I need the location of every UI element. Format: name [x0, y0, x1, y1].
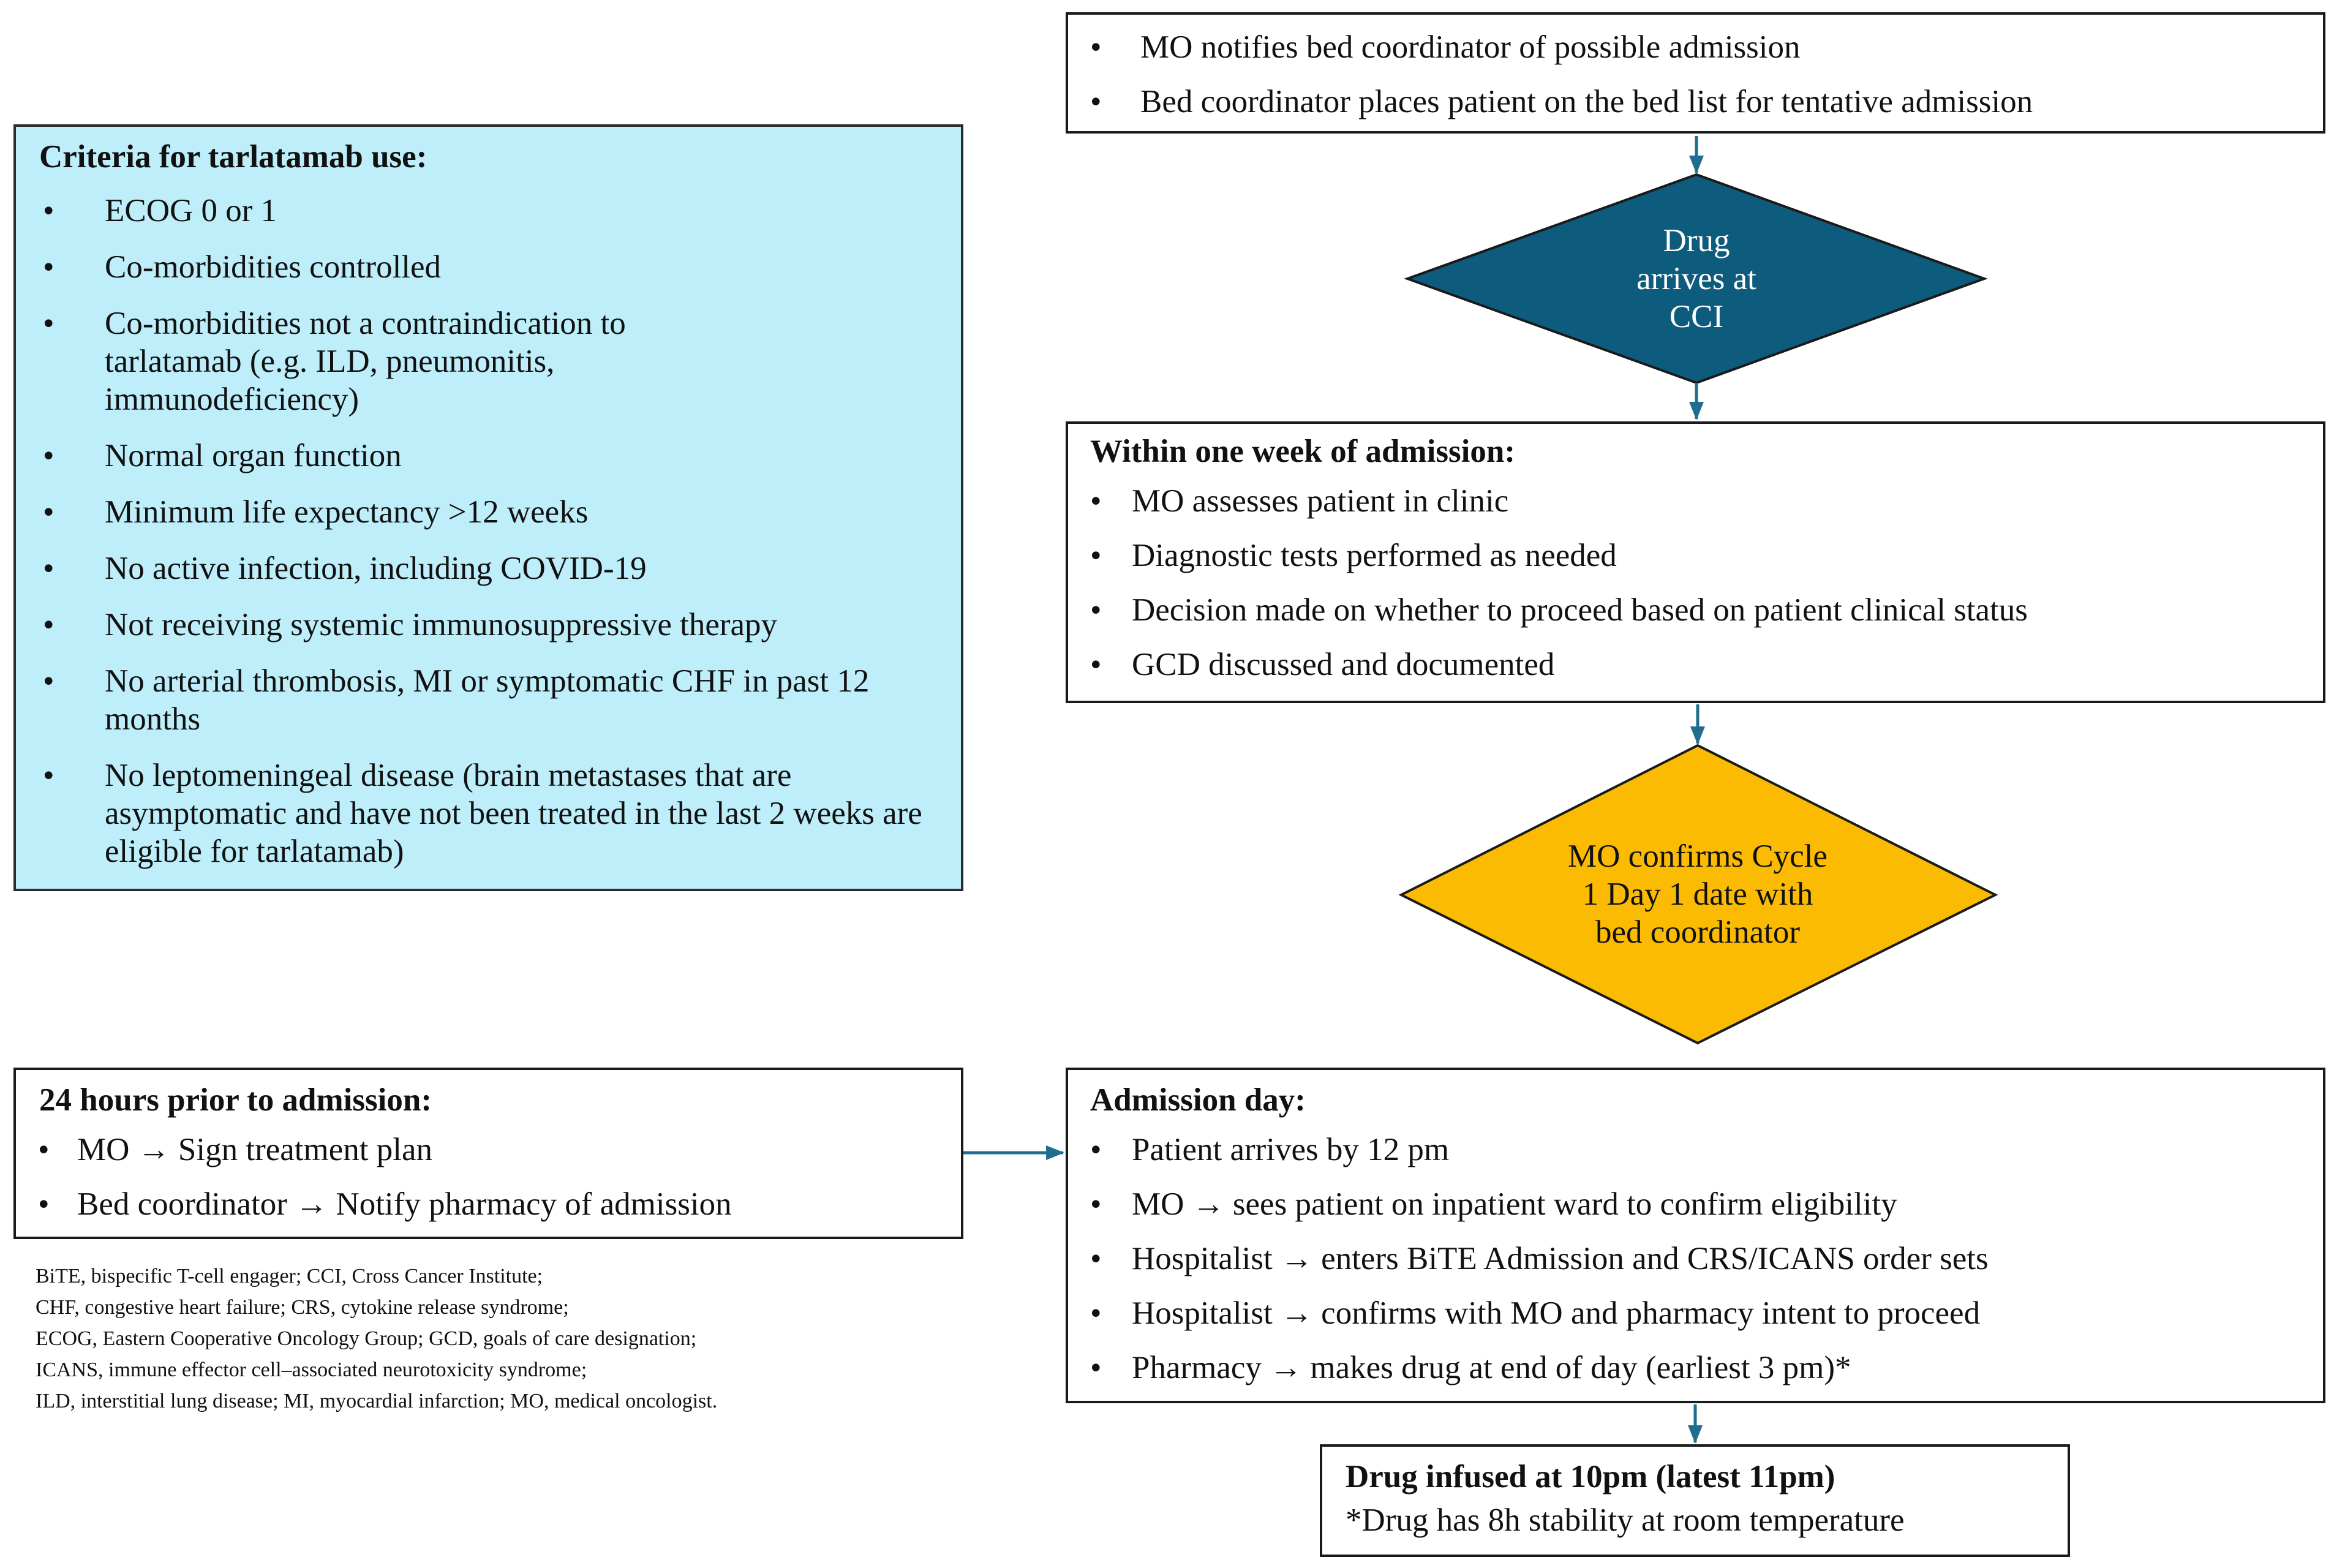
week-item: Decision made on whether to proceed base…: [1068, 591, 2311, 630]
week-item: GCD discussed and documented: [1068, 646, 2311, 684]
confirm-date-diamond: [1398, 744, 1998, 1045]
admission-box: Admission day: Patient arrives by 12 pm …: [1066, 1068, 2325, 1403]
criteria-item: Co-morbidities not a contraindication to…: [16, 304, 936, 418]
criteria-item: No arterial thrombosis, MI or symptomati…: [16, 662, 936, 738]
prior-box: 24 hours prior to admission: MO → Sign t…: [13, 1068, 963, 1239]
admission-item: MO → sees patient on inpatient ward to c…: [1068, 1185, 2311, 1224]
notify-item: Bed coordinator places patient on the be…: [1068, 83, 2311, 121]
abbreviations-footnote: BiTE, bispecific T-cell engager; CCI, Cr…: [36, 1261, 717, 1417]
criteria-title: Criteria for tarlatamab use:: [39, 139, 427, 175]
infused-title: Drug infused at 10pm (latest 11pm): [1346, 1459, 1835, 1494]
criteria-item: No leptomeningeal disease (brain metasta…: [16, 756, 936, 870]
criteria-item: ECOG 0 or 1: [16, 192, 936, 230]
criteria-item: Not receiving systemic immunosuppressive…: [16, 606, 936, 644]
footnote-line: ECOG, Eastern Cooperative Oncology Group…: [36, 1327, 697, 1350]
admission-item: Patient arrives by 12 pm: [1068, 1131, 2311, 1169]
infused-box: Drug infused at 10pm (latest 11pm) *Drug…: [1320, 1444, 2070, 1557]
notify-box: MO notifies bed coordinator of possible …: [1066, 12, 2325, 134]
infused-note: *Drug has 8h stability at room temperatu…: [1346, 1502, 1905, 1538]
criteria-box: Criteria for tarlatamab use: ECOG 0 or 1…: [13, 124, 963, 891]
admission-title: Admission day:: [1090, 1082, 1306, 1118]
footnote-line: BiTE, bispecific T-cell engager; CCI, Cr…: [36, 1265, 543, 1287]
notify-list: MO notifies bed coordinator of possible …: [1068, 28, 2311, 121]
criteria-item: No active infection, including COVID-19: [16, 549, 936, 587]
admission-item: Hospitalist → enters BiTE Admission and …: [1068, 1240, 2311, 1278]
week-list: MO assesses patient in clinic Diagnostic…: [1068, 482, 2311, 684]
admission-list: Patient arrives by 12 pm MO → sees patie…: [1068, 1131, 2311, 1387]
week-item: MO assesses patient in clinic: [1068, 482, 2311, 521]
confirm-date-label: MO confirms Cycle 1 Day 1 date with bed …: [1568, 839, 1828, 950]
week-box: Within one week of admission: MO assesse…: [1066, 421, 2325, 703]
notify-item: MO notifies bed coordinator of possible …: [1068, 28, 2311, 67]
criteria-item: Minimum life expectancy >12 weeks: [16, 493, 936, 531]
footnote-line: ILD, interstitial lung disease; MI, myoc…: [36, 1390, 718, 1412]
prior-item: Bed coordinator → Notify pharmacy of adm…: [16, 1185, 949, 1224]
criteria-list: ECOG 0 or 1 Co-morbidities controlled Co…: [16, 192, 936, 870]
footnote-line: CHF, congestive heart failure; CRS, cyto…: [36, 1296, 569, 1319]
drug-arrives-label: Drug arrives at CCI: [1636, 223, 1756, 334]
criteria-item: Co-morbidities controlled: [16, 248, 936, 286]
week-title: Within one week of admission:: [1090, 434, 1515, 469]
footnote-line: ICANS, immune effector cell–associated n…: [36, 1359, 587, 1381]
criteria-item: Normal organ function: [16, 437, 936, 475]
prior-title: 24 hours prior to admission:: [39, 1082, 432, 1118]
admission-item: Hospitalist → confirms with MO and pharm…: [1068, 1294, 2311, 1333]
prior-list: MO → Sign treatment plan Bed coordinator…: [16, 1131, 949, 1224]
prior-item: MO → Sign treatment plan: [16, 1131, 949, 1169]
week-item: Diagnostic tests performed as needed: [1068, 537, 2311, 575]
admission-item: Pharmacy → makes drug at end of day (ear…: [1068, 1349, 2311, 1387]
